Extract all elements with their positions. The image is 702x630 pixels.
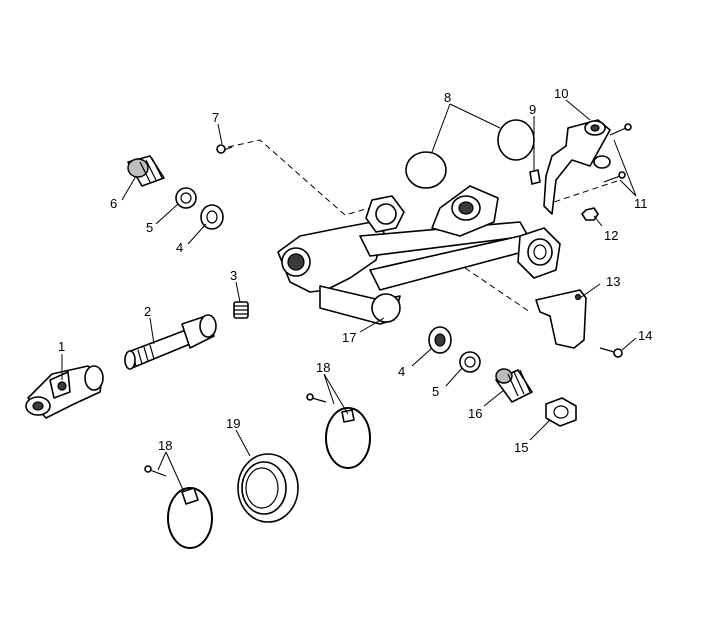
alignment-line-bolt-11 — [544, 179, 621, 206]
hose-clamp-upper-part — [306, 393, 371, 469]
bolt-7-part — [216, 144, 233, 154]
callout-16: 16 — [468, 406, 482, 421]
leader-lines — [61, 99, 637, 493]
callout-4-lower: 4 — [398, 364, 405, 379]
swing-arm-part — [277, 185, 561, 325]
boot-part — [237, 453, 299, 523]
callout-5-lower: 5 — [432, 384, 439, 399]
callout-10: 10 — [554, 86, 568, 101]
callout-9: 9 — [529, 102, 536, 117]
o-ring-pair-part — [405, 119, 535, 189]
callout-18-lower: 18 — [158, 438, 172, 453]
callout-12: 12 — [604, 228, 618, 243]
callout-17: 17 — [342, 330, 356, 345]
bearing-upper-part — [200, 204, 224, 230]
large-nut-part — [545, 397, 577, 427]
washer-lower-part — [459, 351, 481, 373]
callout-3: 3 — [230, 268, 237, 283]
callout-15: 15 — [514, 440, 528, 455]
alignment-line-bracket-13 — [464, 267, 531, 313]
washer-upper-part — [175, 187, 197, 209]
callout-7: 7 — [212, 110, 219, 125]
screw-14-part — [599, 347, 623, 358]
bracket-plate-part — [535, 289, 587, 349]
callout-5-upper: 5 — [146, 220, 153, 235]
spring-part — [233, 301, 249, 319]
bushing-upper-part — [127, 155, 165, 187]
callout-18-upper: 18 — [316, 360, 330, 375]
drive-shaft-part — [124, 314, 217, 370]
callout-14: 14 — [638, 328, 652, 343]
pin-9-part — [529, 169, 541, 185]
callout-4-upper: 4 — [176, 240, 183, 255]
bolt-pair-11-part — [603, 123, 632, 183]
bearing-lower-part — [428, 326, 452, 354]
callout-2: 2 — [144, 304, 151, 319]
callout-19: 19 — [226, 416, 240, 431]
hose-clamp-lower-part — [144, 465, 213, 549]
mounting-bracket-part — [543, 119, 611, 215]
alignment-line-bolt-7 — [227, 139, 381, 216]
callout-11: 11 — [634, 196, 648, 211]
nut-12-part — [581, 207, 599, 221]
u-joint-yoke-part — [25, 365, 104, 419]
bushing-lower-part — [495, 368, 533, 403]
callout-13: 13 — [606, 274, 620, 289]
callout-6: 6 — [110, 196, 117, 211]
callout-1: 1 — [58, 339, 65, 354]
callout-8: 8 — [444, 90, 451, 105]
